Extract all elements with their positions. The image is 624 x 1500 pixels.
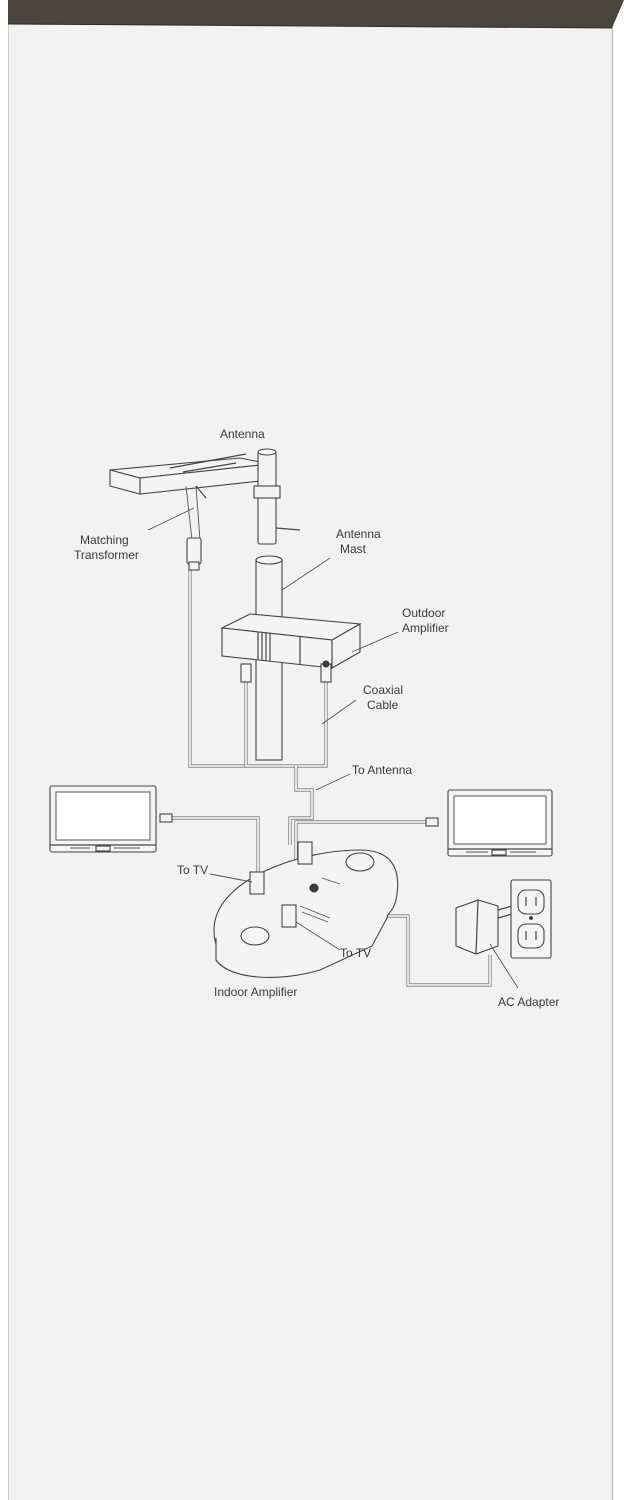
indoor-amplifier — [213, 841, 399, 978]
label-matching-transformer-line1: Matching — [80, 533, 129, 547]
label-antenna: Antenna — [220, 427, 265, 441]
label-to-antenna: To Antenna — [352, 763, 412, 777]
label-outdoor-amplifier-line1: Outdoor — [402, 606, 445, 620]
ac-adapter — [455, 899, 513, 955]
wall-outlet — [510, 879, 552, 959]
box-top-flap — [8, 0, 624, 28]
tv-left — [49, 785, 173, 853]
diagram-labels: Antenna Matching Transformer Antenna Mas… — [74, 427, 559, 1009]
label-to-tv-left: To TV — [177, 863, 208, 877]
label-antenna-mast-line1: Antenna — [336, 527, 381, 541]
label-antenna-mast-line2: Mast — [340, 542, 367, 556]
label-matching-transformer-line2: Transformer — [74, 548, 139, 562]
tv-right — [425, 789, 553, 857]
coaxial-cables — [170, 568, 492, 987]
label-ac-adapter: AC Adapter — [498, 995, 559, 1009]
antenna — [109, 448, 301, 571]
label-coaxial-cable-line2: Cable — [367, 698, 399, 712]
label-indoor-amplifier: Indoor Amplifier — [214, 985, 297, 999]
label-coaxial-cable-line1: Coaxial — [363, 683, 403, 697]
callout-leaders — [147, 507, 519, 989]
outdoor-amplifier — [220, 613, 362, 683]
label-to-tv-right: To TV — [340, 946, 371, 960]
label-outdoor-amplifier-line2: Amplifier — [402, 621, 449, 635]
